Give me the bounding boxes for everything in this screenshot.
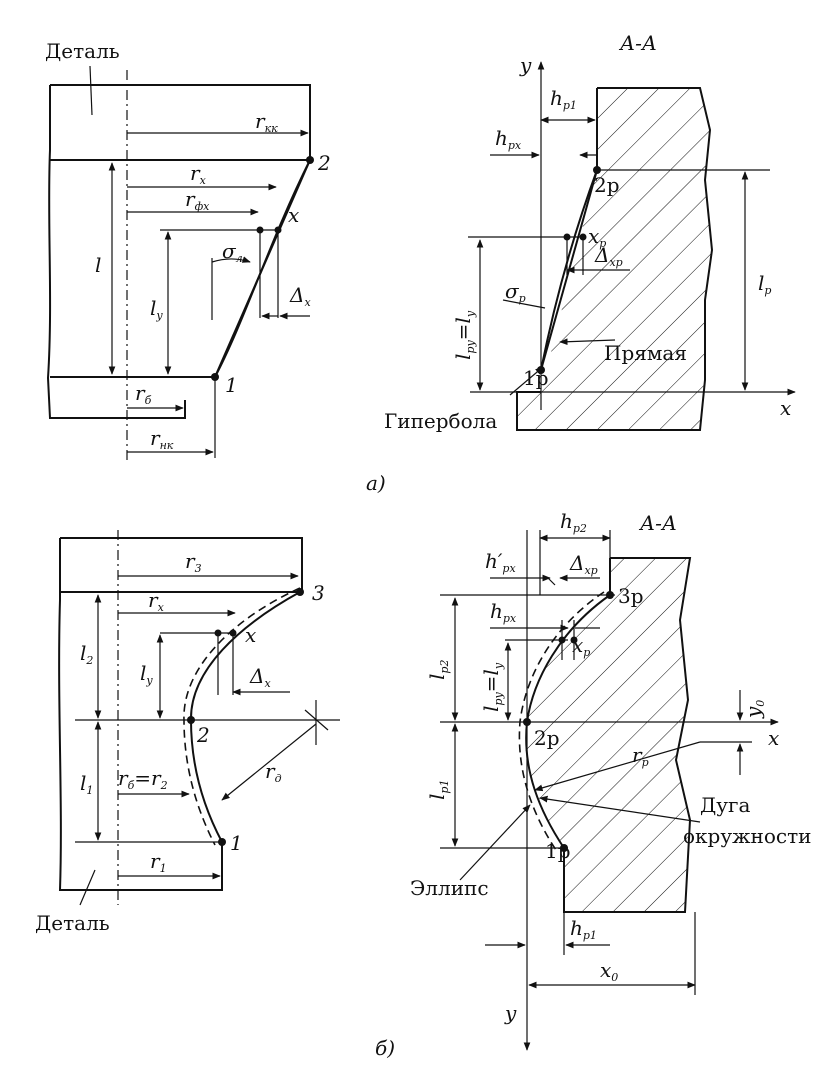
y-0-label: y0 bbox=[741, 700, 767, 719]
l-2-label: l2 bbox=[80, 641, 93, 667]
point-2-label: 2 bbox=[317, 151, 331, 175]
point-1-label: 1 bbox=[225, 373, 238, 397]
point-3p-label: 3p bbox=[618, 584, 644, 608]
part-label-b: Деталь bbox=[35, 911, 110, 935]
h-p2-label: hp2 bbox=[560, 509, 587, 535]
l-py-label-b: lpy=ly bbox=[479, 662, 505, 712]
l-y-label-b: ly bbox=[140, 661, 153, 687]
l-py-label: lpy=ly bbox=[451, 310, 477, 360]
point-2 bbox=[306, 156, 314, 164]
point-1p-label-b: 1p bbox=[545, 839, 571, 863]
arc-label-1: Дуга bbox=[700, 793, 751, 817]
r-1-label: r1 bbox=[150, 849, 167, 875]
h-px-label: hpx bbox=[495, 126, 522, 152]
h-p1-label: hp1 bbox=[550, 86, 577, 112]
h-px-prime-label: h′px bbox=[485, 549, 516, 575]
point-2-label-b: 2 bbox=[196, 723, 210, 747]
straight-label: Прямая bbox=[604, 341, 687, 365]
y-axis-label-b: y bbox=[504, 1001, 517, 1025]
r-x-label: rx bbox=[190, 161, 207, 187]
r-b-label: rб bbox=[135, 381, 152, 407]
caption-a: а) bbox=[366, 471, 386, 495]
point-1 bbox=[211, 373, 219, 381]
delta-xp-label-b: Δxp bbox=[569, 551, 598, 577]
r-kk-label: rкк bbox=[255, 109, 278, 135]
r-d-label: rд bbox=[265, 759, 282, 785]
part-b-left bbox=[58, 530, 340, 906]
point-1p-label: 1p bbox=[523, 366, 549, 390]
sigma-p-label: σp bbox=[505, 279, 526, 305]
r-fx-label: rфx bbox=[185, 187, 210, 213]
part-a-right bbox=[468, 61, 796, 431]
r-b-r2-label: rб=r2 bbox=[118, 766, 168, 792]
delta-xp-label: Δxp bbox=[594, 243, 623, 269]
x-p-label-b: xp bbox=[572, 633, 590, 659]
x-label: x bbox=[288, 203, 299, 227]
h-px-label-b: hpx bbox=[490, 599, 517, 625]
point-2p-label: 2p bbox=[594, 173, 620, 197]
r-p-label: rp bbox=[632, 743, 649, 769]
ellipse-label: Эллипс bbox=[410, 876, 489, 900]
section-a-title: А-А bbox=[618, 31, 657, 55]
part-label: Деталь bbox=[45, 39, 120, 63]
l-p-label: lp bbox=[758, 271, 771, 297]
delta-x-label: Δx bbox=[289, 283, 311, 309]
x-p-label: xp bbox=[588, 224, 606, 250]
delta-x-label-b: Δx bbox=[249, 664, 271, 690]
caption-b: б) bbox=[375, 1036, 395, 1060]
sigma-label: σл bbox=[222, 239, 243, 265]
section-b-title: А-А bbox=[638, 511, 677, 535]
point-1-label-b: 1 bbox=[230, 831, 243, 855]
r-x-label-b: rx bbox=[148, 588, 165, 614]
x-axis-label: x bbox=[780, 396, 791, 420]
part-a-left bbox=[46, 65, 314, 460]
x-axis-label-b: x bbox=[768, 726, 779, 750]
x-0-label: x0 bbox=[600, 958, 618, 984]
l-1-label: l1 bbox=[80, 771, 93, 797]
y-axis-label: y bbox=[519, 53, 532, 77]
l-p2-label: lp2 bbox=[425, 660, 451, 680]
arc-label-2: окружности bbox=[683, 824, 811, 848]
hyperbola-label: Гипербола bbox=[384, 409, 497, 433]
x-label-b: x bbox=[245, 623, 256, 647]
r-3-label: r3 bbox=[185, 549, 202, 575]
l-label: l bbox=[95, 253, 101, 277]
l-p1-label: lp1 bbox=[425, 780, 451, 800]
point-3-label: 3 bbox=[312, 581, 325, 605]
l-y-label: ly bbox=[150, 296, 163, 322]
h-p1-label-b: hp1 bbox=[570, 916, 597, 942]
r-nk-label: rнк bbox=[150, 426, 174, 452]
point-2p-label-b: 2p bbox=[534, 726, 560, 750]
